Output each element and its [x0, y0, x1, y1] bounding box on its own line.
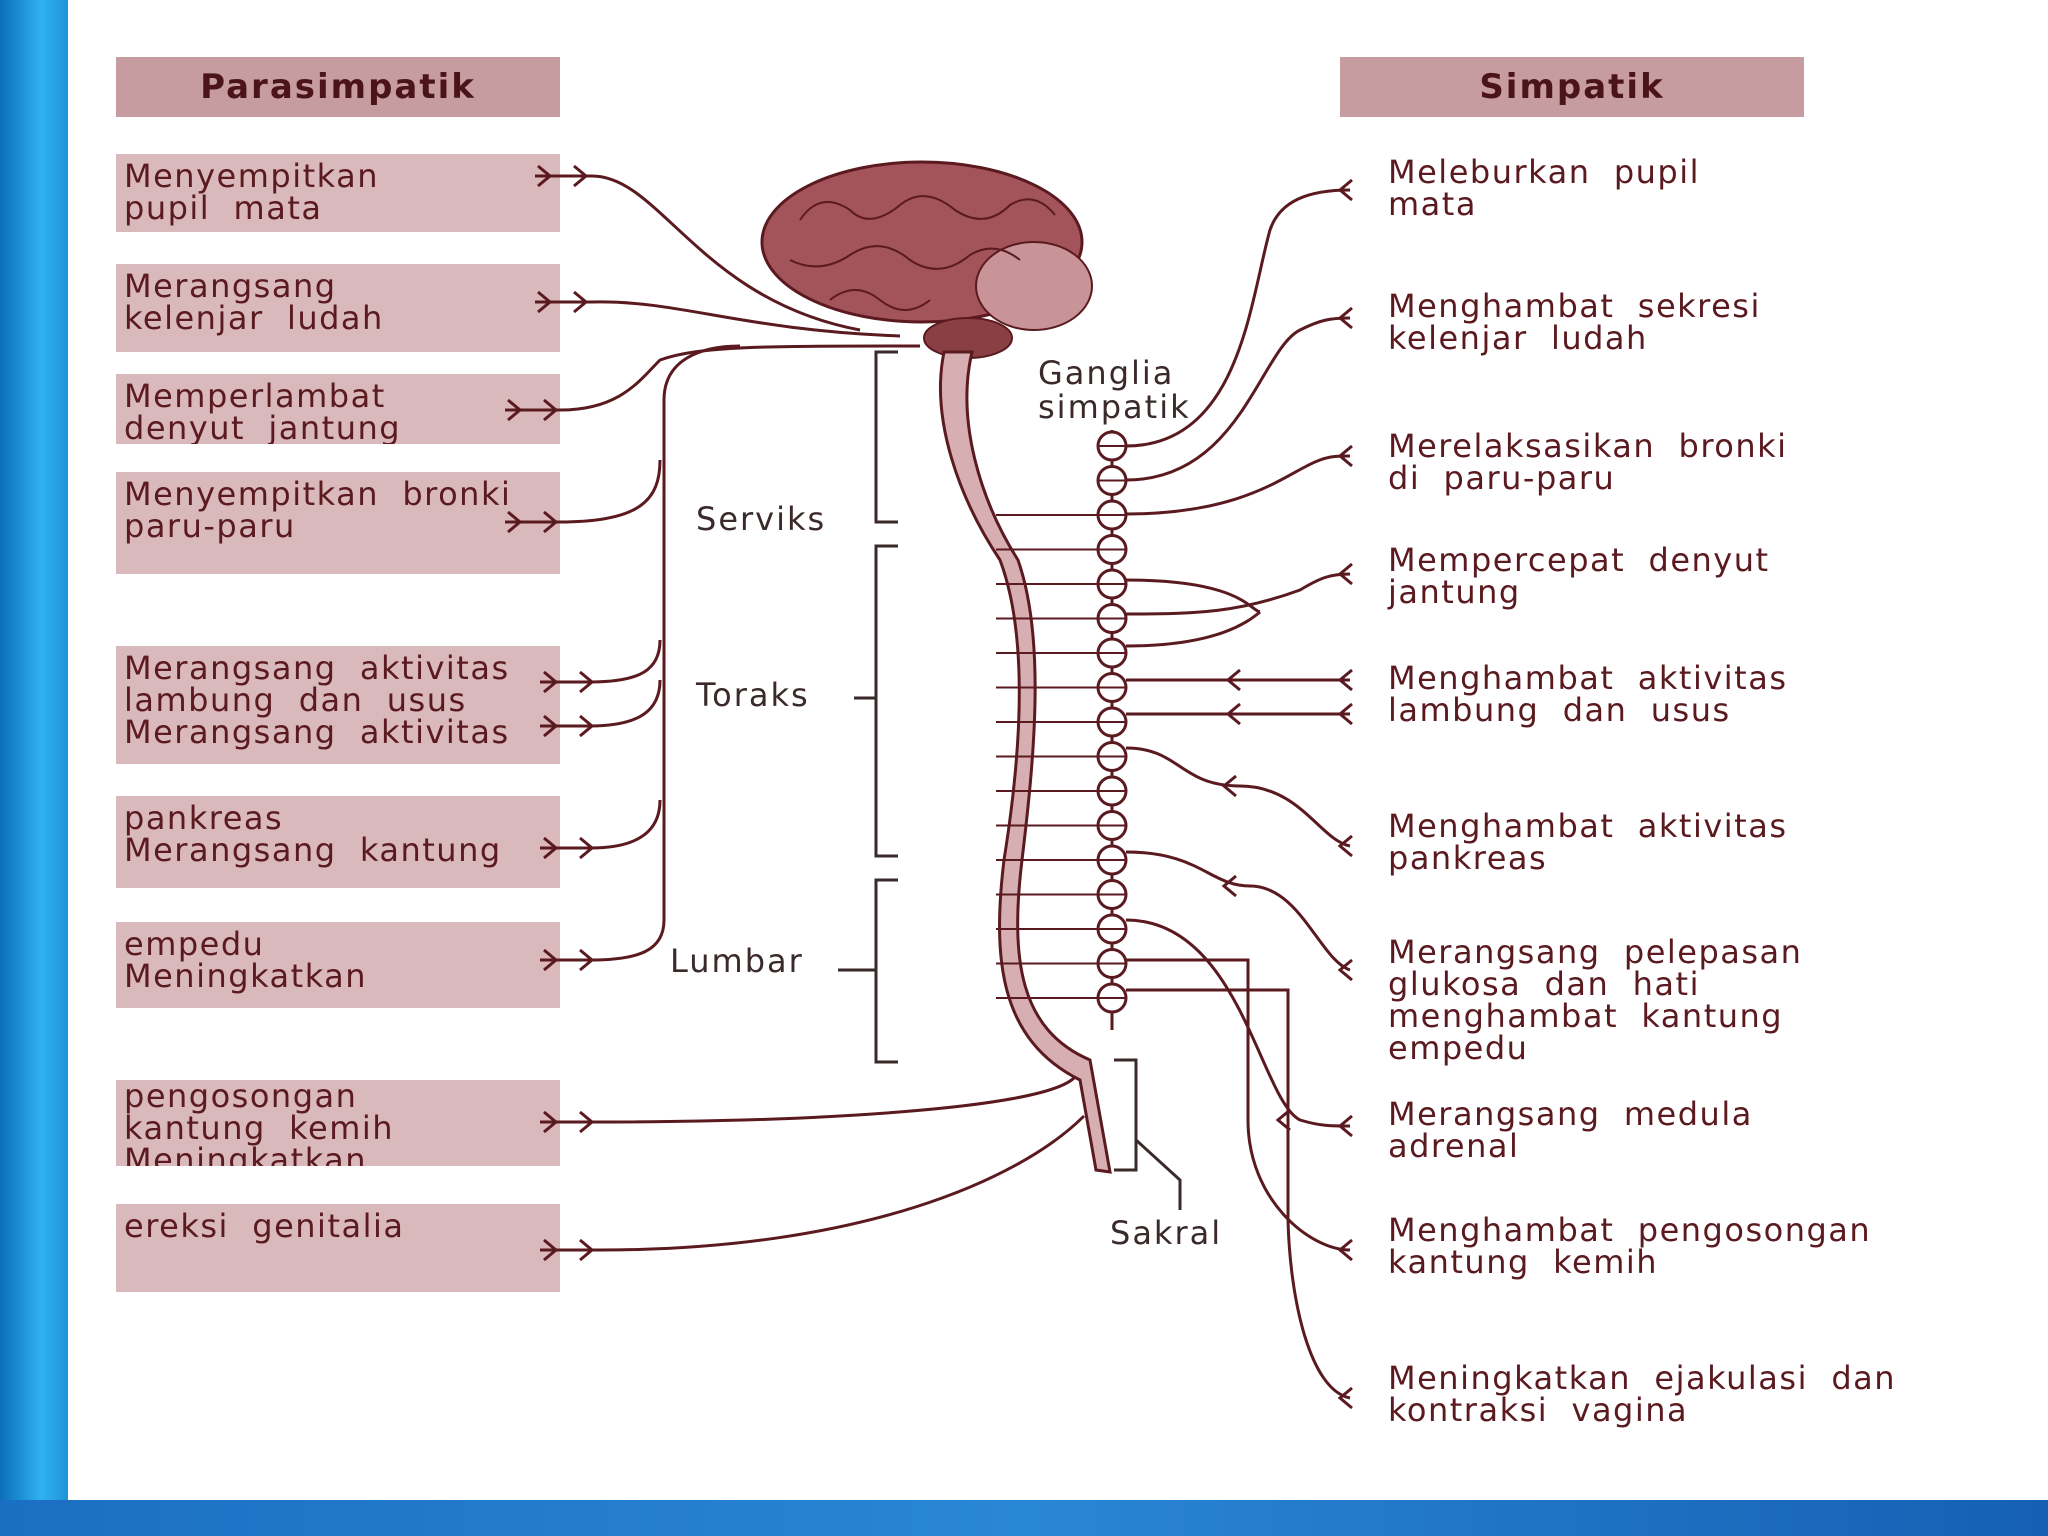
parasympathetic-nerve-3: [505, 459, 662, 524]
parasympathetic-nerve-2: [505, 344, 921, 412]
segment-brackets: [838, 350, 1182, 1210]
arrow-head-8: [543, 1110, 559, 1134]
simpatik-item-pankreas: Menghambat aktivitas pankreas: [1388, 807, 1788, 877]
parasympathetic-nerve-0: [535, 174, 861, 332]
spinal-cord: [939, 350, 1112, 1174]
simpatik-item-jantung: Mempercepat denyut jantung: [1388, 541, 1770, 611]
parasimpatik-item-jantung: Memperlambat denyut jantung: [116, 374, 560, 444]
arrow-head-0: [537, 164, 553, 188]
arrow-head-b-0: [573, 164, 589, 188]
label-sakral: Sakral: [1110, 1214, 1223, 1252]
symp-arrow-10: [1337, 1386, 1353, 1410]
parasimpatik-item-genitalia: ereksi genitalia: [116, 1204, 560, 1292]
parasimpatik-item-bronki: Menyempitkan bronki paru-paru: [116, 472, 560, 574]
simpatik-item-adrenal: Merangsang medula adrenal: [1388, 1095, 1753, 1165]
parasimpatik-item-empedu: empedu Meningkatkan: [116, 922, 560, 1008]
symp-arrow-9: [1337, 1238, 1353, 1262]
arrow-head-6: [543, 836, 559, 860]
symp-arrow-0: [1337, 178, 1353, 202]
simpatik-item-kemih: Menghambat pengosongan kantung kemih: [1388, 1211, 1872, 1281]
sympathetic-nerve-6: [1125, 746, 1351, 848]
symp-arrow-6: [1337, 834, 1353, 858]
label-lumbar: Lumbar: [670, 942, 804, 980]
sympathetic-nerves: [1125, 178, 1353, 1410]
background-left-edge: [0, 0, 70, 1536]
parasimpatik-item-lambung: Merangsang aktivitas lambung dan usus Me…: [116, 646, 560, 764]
symp-arrow-2: [1337, 444, 1353, 468]
parasympathetic-nerve-1: [535, 300, 901, 338]
parasympathetic-nerve-8: [540, 1076, 1076, 1124]
arrow-head-b-9: [579, 1238, 595, 1262]
parasympathetic-nerve-4: [540, 639, 662, 684]
arrow-head-b-8: [579, 1110, 595, 1134]
symp-arrow-7: [1337, 958, 1353, 982]
arrow-head-5: [543, 714, 559, 738]
sympathetic-nerve-0: [1125, 188, 1351, 448]
arrow-head-b-4: [579, 670, 595, 694]
symp-arrow-5: [1337, 702, 1353, 726]
symp-arrow-8: [1337, 1114, 1353, 1138]
arrow-head-b-6: [579, 836, 595, 860]
brain-illustration: [760, 160, 1093, 359]
sympathetic-nerve-8: [1125, 918, 1351, 1128]
arrow-head-3: [507, 510, 523, 534]
sympathetic-nerve-2: [1125, 454, 1351, 516]
symp-arrow-3: [1337, 562, 1353, 586]
header-simpatik: Simpatik: [1340, 57, 1804, 117]
sympathetic-nerve-10: [1126, 988, 1351, 1400]
arrow-head-7: [543, 948, 559, 972]
simpatik-item-glukosa: Merangsang pelepasan glukosa dan hati me…: [1388, 933, 1803, 1067]
label-serviks: Serviks: [696, 500, 827, 538]
symp-inner-arrow-4: [1275, 1108, 1291, 1132]
parasimpatik-item-pankreas: pankreas Merangsang kantung: [116, 796, 560, 888]
parasympathetic-nerve-6: [540, 799, 662, 850]
sympathetic-nerve-3: [1125, 572, 1351, 648]
symp-inner-arrow-0: [1225, 668, 1241, 692]
header-parasimpatik: Parasimpatik: [116, 57, 560, 117]
arrow-head-4: [543, 670, 559, 694]
sympathetic-nerve-1: [1125, 316, 1351, 482]
background-bottom-band: [0, 1500, 2048, 1536]
arrow-head-9: [543, 1238, 559, 1262]
parasympathetic-nerve-7: [540, 344, 741, 962]
arrow-head-b-7: [579, 948, 595, 972]
arrow-head-b-5: [579, 714, 595, 738]
label-ganglia-simpatik: Ganglia simpatik: [1038, 354, 1191, 426]
sympathetic-nerve-9: [1126, 958, 1351, 1252]
parasympathetic-nerve-5: [540, 679, 662, 728]
simpatik-item-pupil: Meleburkan pupil mata: [1388, 153, 1701, 223]
parasimpatik-item-ludah: Merangsang kelenjar ludah: [116, 264, 560, 352]
arrow-head-1: [537, 290, 553, 314]
label-toraks: Toraks: [696, 676, 810, 714]
symp-inner-arrow-3: [1221, 874, 1237, 898]
ganglia-chain: [996, 430, 1128, 1030]
simpatik-item-ludah: Menghambat sekresi kelenjar ludah: [1388, 287, 1761, 357]
symp-arrow-1: [1337, 306, 1353, 330]
simpatik-item-lambung: Menghambat aktivitas lambung dan usus: [1388, 659, 1788, 729]
arrow-head-b-1: [573, 290, 589, 314]
parasimpatik-item-kemih: pengosongan kantung kemih Meningkatkan: [116, 1080, 560, 1166]
arrow-head-2: [507, 398, 523, 422]
parasimpatik-item-pupil: Menyempitkan pupil mata: [116, 154, 560, 232]
simpatik-item-ejakulasi: Meningkatkan ejakulasi dan kontraksi vag…: [1388, 1359, 1897, 1429]
symp-arrow-4: [1337, 668, 1353, 692]
parasympathetic-nerve-9: [540, 1114, 1086, 1252]
symp-inner-arrow-2: [1221, 774, 1237, 798]
sympathetic-nerve-7: [1125, 850, 1351, 972]
arrow-head-b-2: [543, 398, 559, 422]
symp-inner-arrow-1: [1225, 702, 1241, 726]
simpatik-item-bronki: Merelaksasikan bronki di paru-paru: [1388, 427, 1788, 497]
parasympathetic-nerves: [505, 164, 1086, 1262]
arrow-head-b-3: [543, 510, 559, 534]
